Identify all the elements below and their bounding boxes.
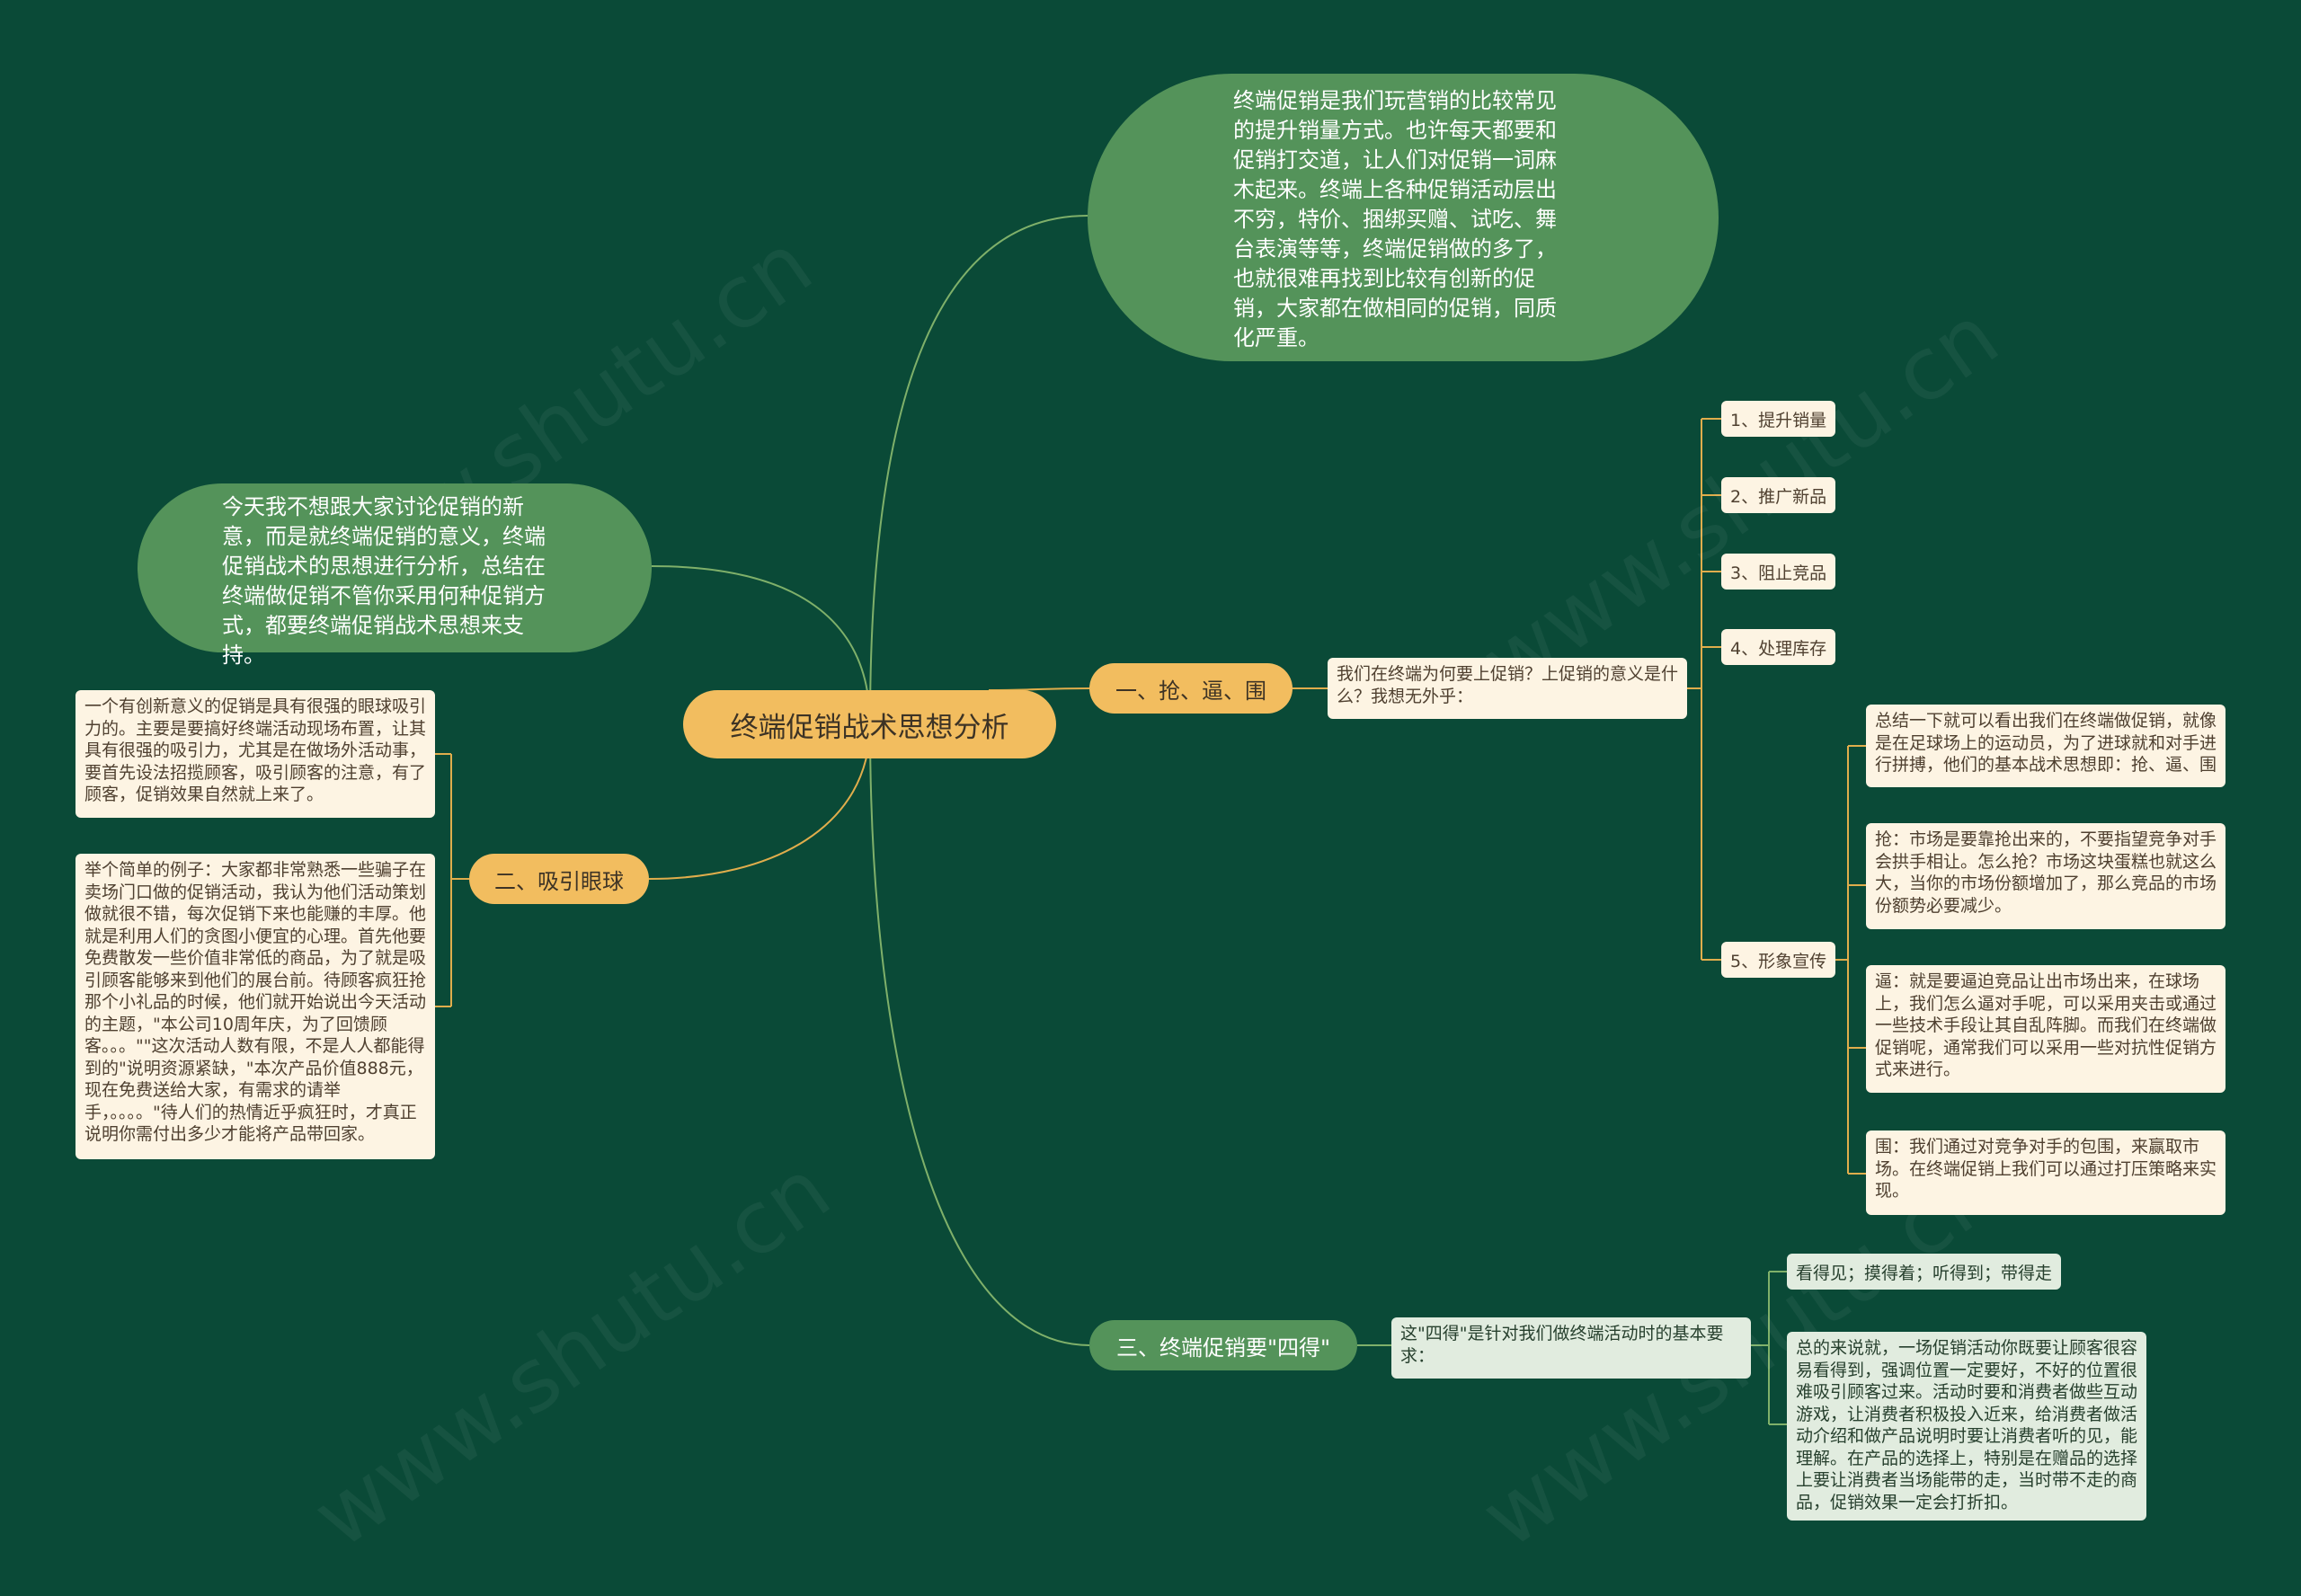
branch1-label: 一、抢、逼、围 [1115,678,1266,704]
branch2-detail-example[interactable]: 举个简单的例子：大家都非常熟悉一些骗子在卖场门口做的促销活动，我认为他们活动策划… [76,854,435,1159]
link-question-items [1687,418,1721,961]
branch1-node[interactable]: 一、抢、逼、围 [1089,663,1293,714]
branch1-detail-summary[interactable]: 总结一下就可以看出我们在终端做促销，就像是在足球场上的运动员，为了进球就和对手进… [1866,705,2225,787]
detail-text: 抢：市场是要靠抢出来的，不要指望竞争对手会拱手相让。怎么抢？市场这块蛋糕也就这么… [1875,829,2217,916]
branch1-item-4[interactable]: 4、处理库存 [1721,629,1836,665]
intro-node[interactable]: 终端促销是我们玩营销的比较常见的提升销量方式。也许每天都要和促销打交道，让人们对… [1088,74,1719,361]
branch1-item-label: 5、形象宣传 [1730,951,1827,971]
branch1-detail-surround[interactable]: 围：我们通过对竞争对手的包围，来赢取市场。在终端促销上我们可以通过打压策略来实现… [1866,1130,2225,1215]
branch1-item-2[interactable]: 2、推广新品 [1721,477,1836,513]
branch1-item-label: 1、提升销量 [1730,410,1827,430]
link-root-branch3 [869,723,1090,1346]
link-item5-details [1834,745,1866,1175]
branch3-question-text: 这"四得"是针对我们做终端活动时的基本要求： [1400,1324,1724,1366]
branch3-item-four[interactable]: 看得见；摸得着；听得到；带得走 [1787,1254,2062,1290]
branch3-item-label: 看得见；摸得着；听得到；带得走 [1796,1263,2053,1283]
branch3-detail-summary[interactable]: 总的来说就，一场促销活动你既要让顾客很容易看得到，强调位置一定要好，不好的位置很… [1787,1332,2146,1521]
branch1-item-label: 3、阻止竞品 [1730,563,1827,583]
branch3-question-card[interactable]: 这"四得"是针对我们做终端活动时的基本要求： [1391,1317,1751,1379]
branch1-question-text: 我们在终端为何要上促销？上促销的意义是什么？我想无外乎： [1337,664,1679,706]
root-title: 终端促销战术思想分析 [730,711,1009,744]
branch1-item-label: 2、推广新品 [1730,486,1827,507]
branch1-detail-grab[interactable]: 抢：市场是要靠抢出来的，不要指望竞争对手会拱手相让。怎么抢？市场这块蛋糕也就这么… [1866,823,2225,929]
branch3-label: 三、终端促销要"四得" [1115,1334,1331,1361]
root-node[interactable]: 终端促销战术思想分析 [683,690,1056,758]
detail-text: 举个简单的例子：大家都非常熟悉一些骗子在卖场门口做的促销活动，我认为他们活动策划… [84,860,427,1144]
branch1-item-1[interactable]: 1、提升销量 [1721,401,1836,437]
link-root-intro [869,215,1088,725]
branch1-question-card[interactable]: 我们在终端为何要上促销？上促销的意义是什么？我想无外乎： [1328,658,1687,719]
link-branch2-details [435,753,469,1007]
left-note-text: 今天我不想跟大家讨论促销的新意，而是就终端促销的意义，终端促销战术的思想进行分析… [222,494,546,668]
detail-text: 总的来说就，一场促销活动你既要让顾客很容易看得到，强调位置一定要好，不好的位置很… [1796,1338,2138,1512]
detail-text: 一个有创新意义的促销是具有很强的眼球吸引力的。主要是要搞好终端活动现场布置，让其… [84,696,427,804]
branch3-node[interactable]: 三、终端促销要"四得" [1089,1320,1357,1370]
branch1-item-3[interactable]: 3、阻止竞品 [1721,554,1836,590]
link-root-left-note [651,565,871,725]
intro-text: 终端促销是我们玩营销的比较常见的提升销量方式。也许每天都要和促销打交道，让人们对… [1233,88,1557,350]
link-question3-items [1751,1271,1787,1425]
branch1-item-label: 4、处理库存 [1730,638,1827,659]
detail-text: 总结一下就可以看出我们在终端做促销，就像是在足球场上的运动员，为了进球就和对手进… [1875,711,2217,775]
branch1-item-5[interactable]: 5、形象宣传 [1721,942,1836,978]
detail-text: 逼：就是要逼迫竞品让出市场出来，在球场上，我们怎么逼对手呢，可以采用夹击或通过一… [1875,971,2217,1079]
link-root-branch2 [648,723,871,880]
left-note-node[interactable]: 今天我不想跟大家讨论促销的新意，而是就终端促销的意义，终端促销战术的思想进行分析… [138,483,652,668]
branch2-detail-attraction[interactable]: 一个有创新意义的促销是具有很强的眼球吸引力的。主要是要搞好终端活动现场布置，让其… [76,690,435,818]
detail-text: 围：我们通过对竞争对手的包围，来赢取市场。在终端促销上我们可以通过打压策略来实现… [1875,1137,2217,1201]
branch1-detail-press[interactable]: 逼：就是要逼迫竞品让出市场出来，在球场上，我们怎么逼对手呢，可以采用夹击或通过一… [1866,965,2225,1093]
link-root-branch1 [988,687,1090,691]
branch2-label: 二、吸引眼球 [494,868,624,894]
branch2-node[interactable]: 二、吸引眼球 [469,854,649,904]
